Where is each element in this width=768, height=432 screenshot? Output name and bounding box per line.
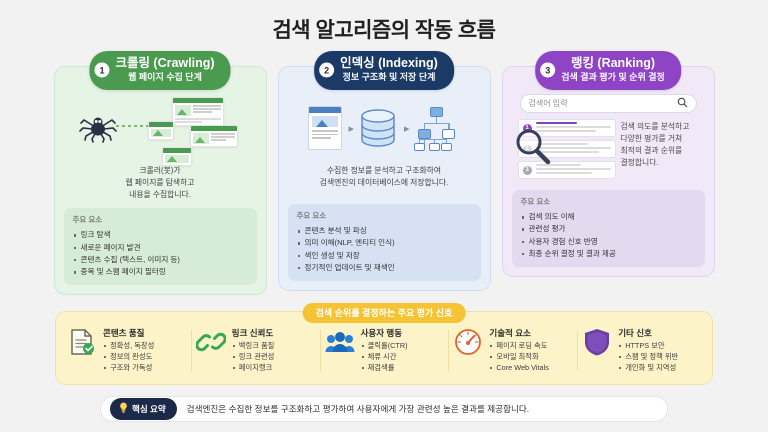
signal-title: 링크 신뢰도 [231,328,274,339]
document-icon [308,106,343,150]
fact-item: 최종 순위 결정 및 결과 제공 [521,248,696,260]
facts-title: 주요 요소 [520,197,551,206]
step-description: 검색 의도를 분석하고 다양한 평가를 거쳐 최적의 결과 순위를 결정합니다. [620,122,690,168]
step-description: 크롤러(봇)가 웹 페이지를 탐색하고 내용을 수집합니다. [125,166,195,200]
facts-title: 주요 요소 [72,215,103,225]
web-page-thumb [161,147,192,166]
result-rank-badge: 2 [522,144,532,154]
fact-item: 정기적인 업데이트 및 재색인 [297,262,472,274]
spider-icon [78,111,118,148]
signal-user-behavior: 사용자 행동 클릭률(CTR) 체류 시간 재검색률 [319,327,449,374]
signal-title: 사용자 행동 [360,328,403,339]
step-subtitle: 웹 페이지 수집 단계 [128,72,202,82]
users-group-icon [325,327,355,357]
arrow-icon: ▸ [404,122,409,135]
signal-point: Core Web Vitals [489,363,549,374]
web-page-thumb [171,97,224,126]
step-card-ranking: 3 랭킹 (Ranking) 검색 결과 평가 및 순위 결정 검색어 입력 1 [501,51,715,278]
step-card-crawling: 1 크롤링 (Crawling) 웹 페이지 수집 단계 [53,51,267,296]
search-placeholder: 검색어 입력 [528,99,568,108]
web-page-thumb [189,125,238,147]
search-icon[interactable] [677,95,688,113]
lightbulb-icon [119,402,128,415]
signal-point: 클릭률(CTR) [361,341,408,352]
speedometer-icon [453,327,483,357]
search-input[interactable]: 검색어 입력 [519,94,697,113]
chain-link-icon [195,327,227,357]
step-header-crawling: 1 크롤링 (Crawling) 웹 페이지 수집 단계 [89,51,231,90]
signal-point: 개인화 및 지역성 [618,363,678,374]
fact-item: 콘텐츠 수집 (텍스트, 이미지 등) [73,254,248,266]
signal-point: 정확성, 독창성 [103,341,154,352]
step-header-ranking: 3 랭킹 (Ranking) 검색 결과 평가 및 순위 결정 [535,51,681,90]
signal-title: 콘텐츠 품질 [103,328,145,339]
step-facts-crawling: 주요 요소 링크 탐색 새로운 페이지 발견 콘텐츠 수집 (텍스트, 이미지 … [63,208,257,286]
page-title: 검색 알고리즘의 작동 흐름 [272,19,496,42]
database-icon [358,106,398,150]
step-subtitle: 정보 구조화 및 저장 단계 [342,72,436,82]
crawl-path-line [115,125,168,127]
step-header-indexing: 2 인덱싱 (Indexing) 정보 구조화 및 저장 단계 [314,51,454,90]
result-rank-badge: 1 [522,123,532,133]
signal-point: 페이지 로딩 속도 [489,341,548,352]
document-check-icon [67,327,97,357]
signal-point: 링크 관련성 [232,352,274,363]
signal-point: 정보의 완성도 [103,352,154,363]
signal-point: 페이지랭크 [232,363,275,374]
summary-badge-label: 핵심 요약 [132,403,166,414]
signal-point: 모바일 최적화 [489,352,548,363]
fact-item: 콘텐츠 분석 및 파싱 [297,225,472,237]
fact-item: 검색 의도 이해 [521,211,696,223]
fact-item: 관련성 평가 [521,223,696,235]
ranking-signals-panel: 검색 순위를 결정하는 주요 평가 신호 콘텐츠 품질 정확성, 독창성 정보의… [55,303,713,386]
step-card-indexing: 2 인덱싱 (Indexing) 정보 구조화 및 저장 단계 ▸ [277,51,491,292]
signal-point: 체류 시간 [361,352,408,363]
facts-title: 주요 요소 [296,211,327,220]
summary-text: 검색엔진은 수집한 정보를 구조화하고 평가하여 사용자에게 가장 관련성 높은… [186,404,530,415]
fact-item: 사용자 경험 신호 반영 [521,236,696,248]
fact-item: 새로운 페이지 발견 [73,242,248,254]
step-title: 인덱싱 (Indexing) [340,56,438,70]
signal-point: 구조와 가독성 [103,363,154,374]
signal-point: 재검색률 [361,363,408,374]
hierarchy-tree-icon [413,105,460,151]
step-description: 수집한 정보를 분석하고 구조화하여 검색엔진의 데이터베이스에 저장합니다. [319,166,449,188]
summary-bar: 핵심 요약 검색엔진은 수집한 정보를 구조화하고 평가하여 사용자에게 가장 … [100,396,668,423]
step-facts-ranking: 주요 요소 검색 의도 이해 관련성 평가 사용자 경험 신호 반영 최종 순위… [511,190,705,268]
search-results-mock: 1 2 3 [516,119,616,182]
step-number-badge: 3 [540,62,556,78]
step-subtitle: 검색 결과 평가 및 순위 결정 [561,72,665,82]
fact-item: 색인 생성 및 저장 [297,250,472,262]
signal-content-quality: 콘텐츠 품질 정확성, 독창성 정보의 완성도 구조와 가독성 [62,327,191,374]
fact-item: 링크 탐색 [73,229,248,241]
signal-other: 기타 신호 HTTPS 보안 스팸 및 정책 위반 개인화 및 지역성 [577,327,706,374]
signal-title: 기술적 요소 [489,328,531,339]
ranking-illustration: 1 2 3 검색 의도를 분석하고 다양한 평 [512,119,705,182]
web-page-thumb [147,121,174,140]
fact-item: 의미 이해(NLP, 엔티티 인식) [297,237,472,249]
step-title: 랭킹 (Ranking) [570,56,656,70]
result-rank-badge: 3 [522,165,532,175]
step-number-badge: 1 [94,62,110,78]
magnifier-icon [513,127,553,172]
result-row: 3 [517,161,616,179]
shield-icon [582,327,612,357]
signal-point: 백링크 품질 [232,341,274,352]
signal-point: HTTPS 보안 [618,341,678,352]
signal-link-authority: 링크 신뢰도 백링크 품질 링크 관련성 페이지랭크 [190,327,320,374]
result-row: 1 [517,119,616,137]
crawling-illustration [64,95,257,166]
fact-item: 중복 및 스팸 페이지 필터링 [73,266,248,278]
arrow-icon: ▸ [348,122,353,135]
step-facts-indexing: 주요 요소 콘텐츠 분석 및 파싱 의미 이해(NLP, 엔티티 인식) 색인 … [287,204,481,282]
summary-badge: 핵심 요약 [110,398,177,421]
signal-technical: 기술적 요소 페이지 로딩 속도 모바일 최적화 Core Web Vitals [448,327,577,374]
indexing-illustration: ▸ ▸ [288,95,481,161]
signal-title: 기타 신호 [618,328,652,339]
step-title: 크롤링 (Crawling) [115,56,215,70]
signals-badge: 검색 순위를 결정하는 주요 평가 신호 [302,303,466,324]
step-number-badge: 2 [319,62,335,78]
steps-row: 1 크롤링 (Crawling) 웹 페이지 수집 단계 [0,44,768,296]
signal-point: 스팸 및 정책 위반 [618,352,678,363]
